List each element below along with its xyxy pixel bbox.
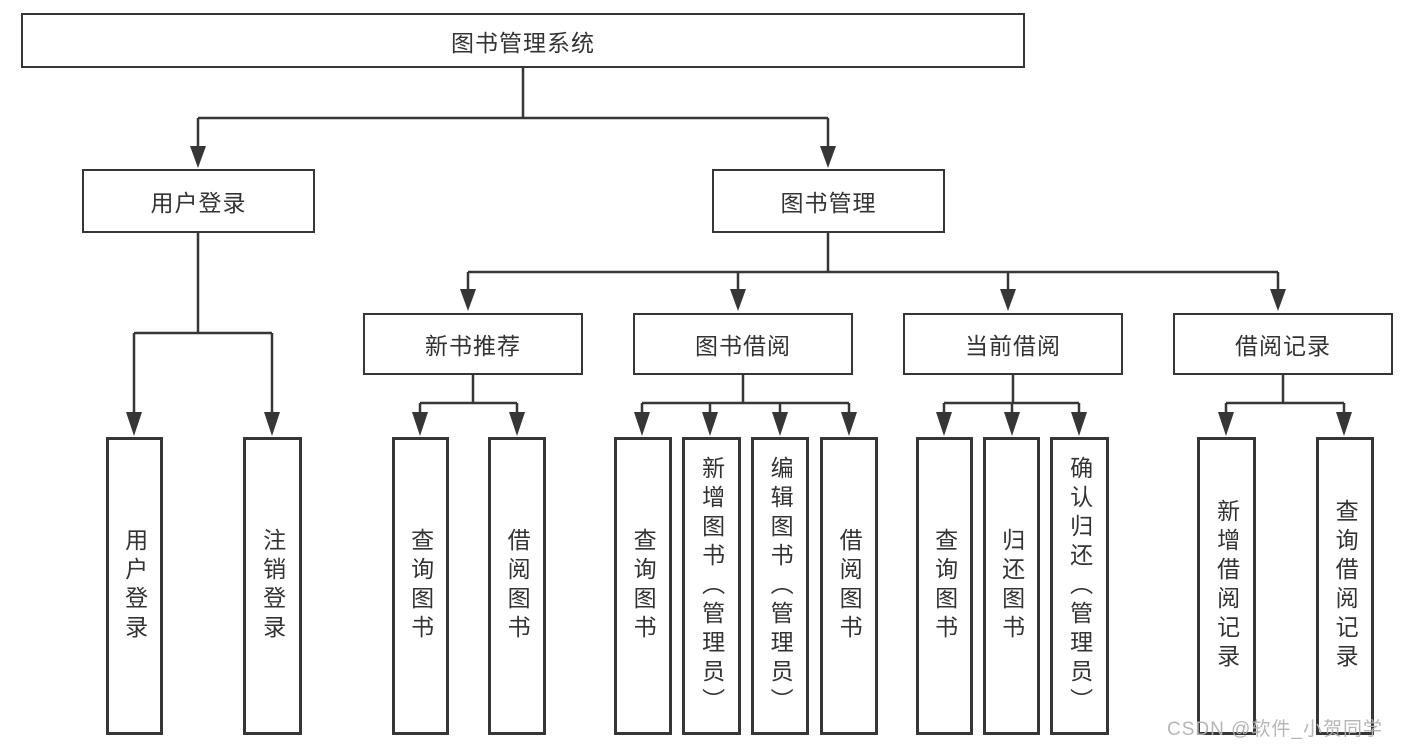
- leaf-add-borrow-record-label: 新增借阅记录: [1213, 499, 1240, 673]
- connector-current-borrow: [936, 375, 1087, 436]
- node-root-label: 图书管理系统: [451, 29, 595, 56]
- leaf-query-borrow-record: 查询借阅记录: [1316, 437, 1374, 735]
- leaf-borrow-books: 借阅图书: [820, 437, 878, 735]
- leaf-logout-label: 注销登录: [259, 528, 286, 644]
- connector-book-borrow: [634, 375, 857, 436]
- leaf-confirm-return-admin: 确认归还（管理员）: [1050, 437, 1109, 735]
- node-book-management: 图书管理: [712, 169, 945, 233]
- node-new-book-recommend-label: 新书推荐: [425, 333, 521, 359]
- leaf-user-login: 用户登录: [106, 437, 163, 735]
- leaf-add-books-admin-label: 新增图书（管理员）: [698, 455, 725, 717]
- connector-root: [190, 68, 836, 168]
- leaf-query-books-borrow: 查询图书: [614, 437, 672, 735]
- node-borrow-records-label: 借阅记录: [1235, 333, 1331, 359]
- node-book-borrow-label: 图书借阅: [695, 333, 791, 359]
- leaf-query-books-recommend: 查询图书: [392, 437, 449, 735]
- node-current-borrow-label: 当前借阅: [965, 333, 1061, 359]
- node-book-borrow: 图书借阅: [633, 313, 853, 375]
- leaf-query-books-current-label: 查询图书: [931, 528, 958, 644]
- leaf-logout: 注销登录: [243, 437, 302, 735]
- connector-user-login: [126, 233, 280, 436]
- leaf-borrow-books-label: 借阅图书: [836, 528, 863, 644]
- node-borrow-records: 借阅记录: [1173, 313, 1393, 375]
- leaf-user-login-label: 用户登录: [121, 528, 148, 644]
- node-user-login-label: 用户登录: [150, 190, 247, 216]
- leaf-return-books-label: 归还图书: [998, 528, 1025, 644]
- leaf-add-borrow-record: 新增借阅记录: [1197, 437, 1256, 735]
- connector-new-book-recommend: [412, 375, 525, 436]
- node-user-login: 用户登录: [82, 169, 315, 233]
- node-book-management-label: 图书管理: [780, 190, 877, 216]
- node-root: 图书管理系统: [21, 13, 1025, 68]
- connector-borrow-records: [1218, 375, 1352, 436]
- leaf-edit-books-admin: 编辑图书（管理员）: [751, 437, 809, 735]
- csdn-watermark: CSDN @软件_小贺同学: [1167, 719, 1383, 740]
- leaf-borrow-books-recommend-label: 借阅图书: [504, 528, 531, 644]
- leaf-borrow-books-recommend: 借阅图书: [488, 437, 546, 735]
- leaf-query-borrow-record-label: 查询借阅记录: [1332, 499, 1359, 673]
- connector-book-management: [460, 233, 1286, 311]
- leaf-query-books-borrow-label: 查询图书: [630, 528, 657, 644]
- leaf-add-books-admin: 新增图书（管理员）: [682, 437, 741, 735]
- leaf-edit-books-admin-label: 编辑图书（管理员）: [767, 455, 794, 717]
- leaf-return-books: 归还图书: [983, 437, 1040, 735]
- node-current-borrow: 当前借阅: [903, 313, 1123, 375]
- leaf-query-books-recommend-label: 查询图书: [407, 528, 434, 644]
- node-new-book-recommend: 新书推荐: [363, 313, 583, 375]
- leaf-confirm-return-admin-label: 确认归还（管理员）: [1066, 455, 1093, 717]
- leaf-query-books-current: 查询图书: [916, 437, 973, 735]
